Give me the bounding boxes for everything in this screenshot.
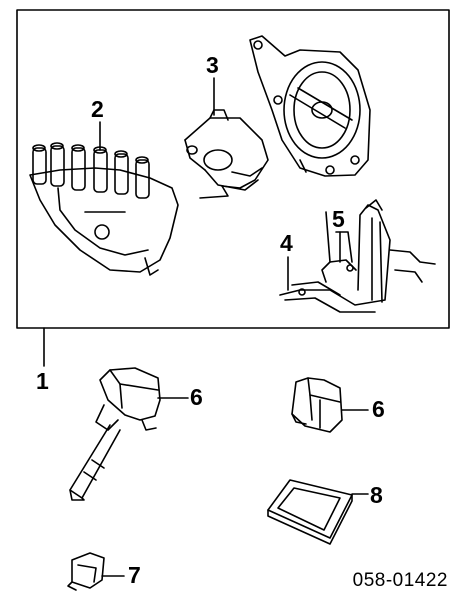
- igniter-bracket: [279, 199, 436, 313]
- distributor-cap: [29, 142, 179, 276]
- callout-1: 1: [36, 368, 49, 394]
- callout-4: 4: [280, 230, 293, 256]
- callout-6a: 6: [190, 384, 203, 410]
- callout-6b: 6: [372, 396, 385, 422]
- ignition-coil-pencil: [69, 367, 161, 501]
- small-sensor: [67, 552, 105, 591]
- assembly-frame: [16, 9, 450, 329]
- diagram-code: 058-01422: [352, 570, 448, 591]
- callout-7: 7: [128, 562, 141, 588]
- igniter-module: [291, 377, 343, 433]
- callout-5: 5: [332, 206, 345, 232]
- callout-2: 2: [91, 96, 104, 122]
- callout-8: 8: [370, 482, 383, 508]
- distributor-rotor: [184, 109, 269, 199]
- distributor-housing: [249, 35, 371, 177]
- cap-gasket: [267, 479, 353, 545]
- callout-3: 3: [206, 52, 219, 78]
